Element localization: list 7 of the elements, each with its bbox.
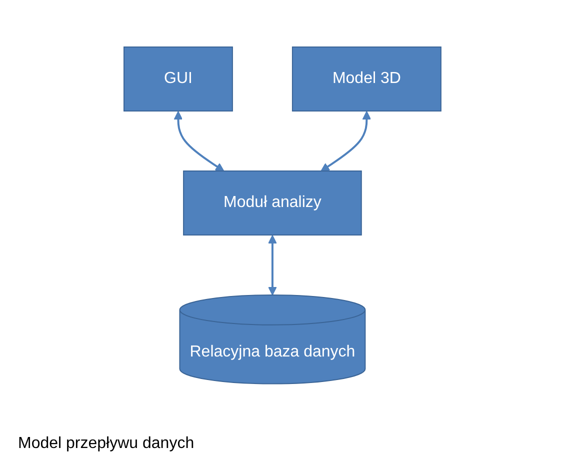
node-box: GUI <box>124 46 233 112</box>
arrow <box>174 110 224 171</box>
caption: Model przepływu danych <box>18 435 194 453</box>
arrow <box>320 110 372 171</box>
arrow <box>268 234 277 295</box>
node-box: Model 3D <box>292 46 442 112</box>
node-box: Moduł analizy <box>183 170 362 236</box>
